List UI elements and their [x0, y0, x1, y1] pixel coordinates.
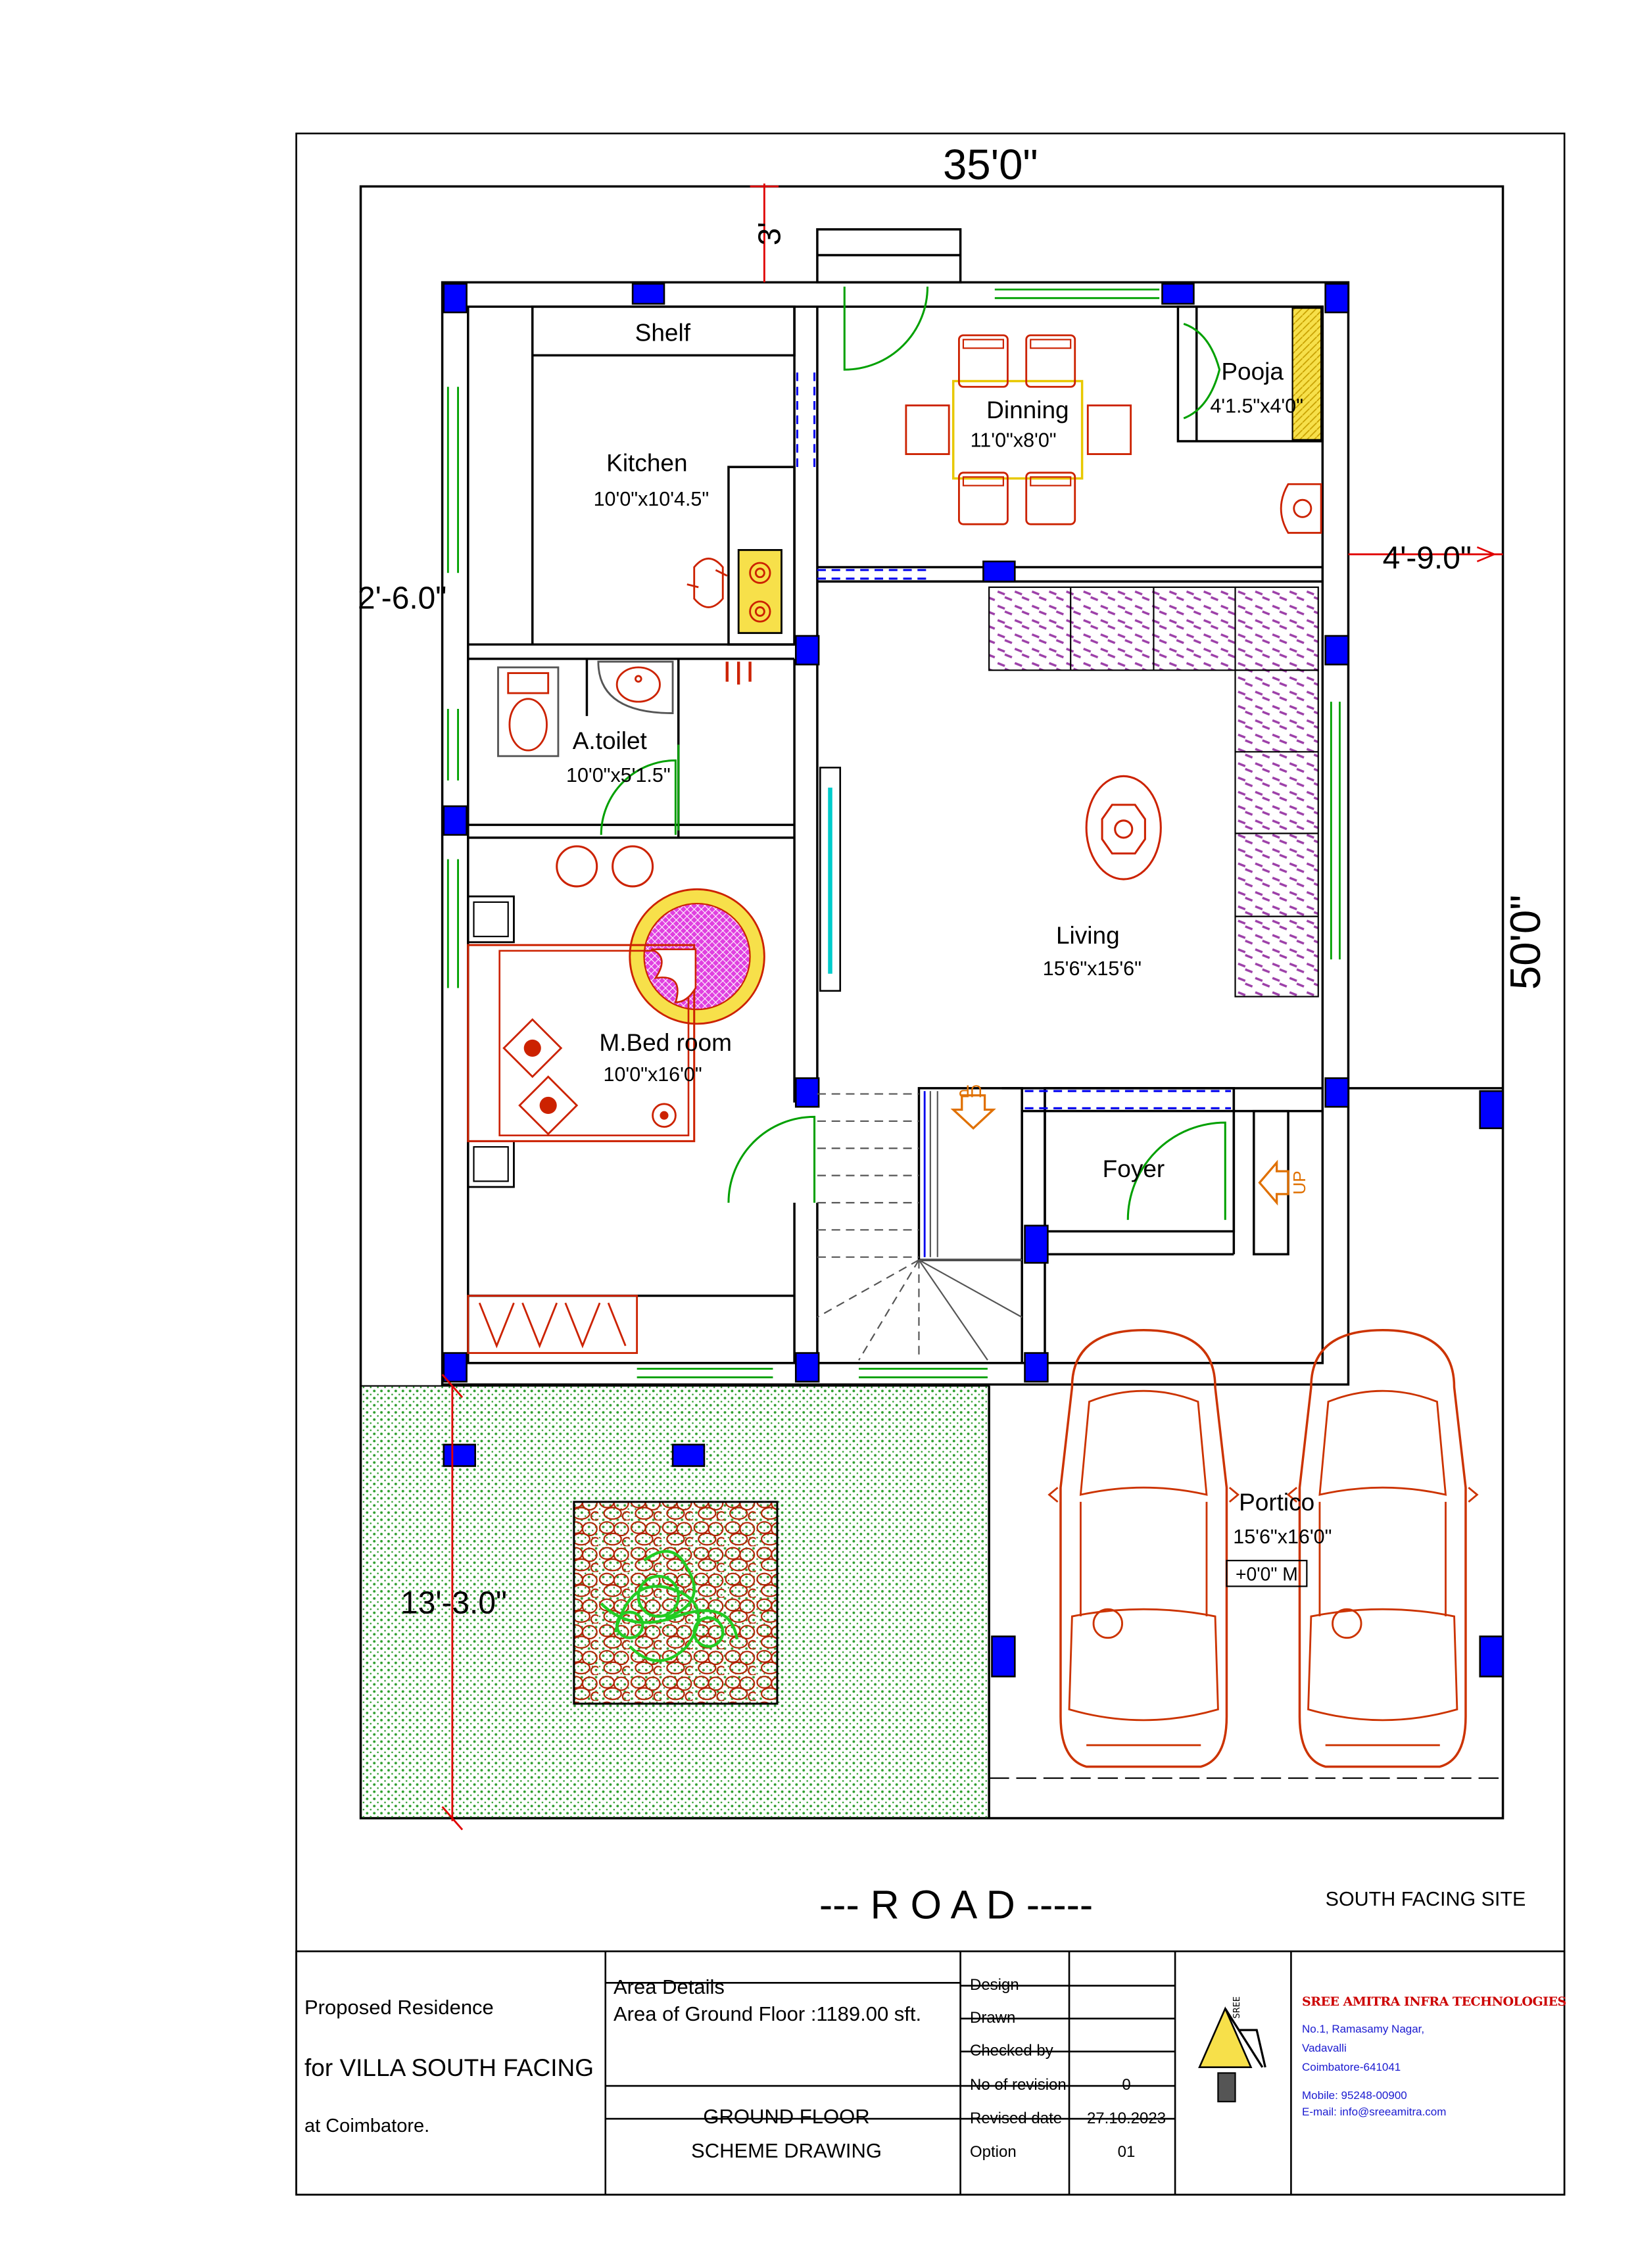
- project-line-2: for VILLA SOUTH FACING: [304, 2054, 594, 2081]
- room-size-kitchen: 10'0"x10'4.5": [594, 488, 710, 510]
- stair-arrow-up: [950, 1094, 996, 1130]
- field-label-checked: Checked by: [970, 2042, 1053, 2060]
- doors: [600, 286, 1226, 1220]
- kitchen-taps: [725, 662, 752, 685]
- project-line-1: Proposed Residence: [304, 1996, 494, 2019]
- field-label-design: Design: [970, 1976, 1019, 1994]
- dining-table: [905, 334, 1132, 525]
- dimension-lines: [441, 183, 1503, 1831]
- room-size-pooja: 4'1.5"x4'0": [1210, 395, 1303, 417]
- company-mobile: Mobile: 95248-00900: [1302, 2089, 1407, 2102]
- car-left: [1047, 1328, 1239, 1768]
- dim-top-width: 35'0": [943, 141, 1038, 189]
- drawing-title-2: SCHEME DRAWING: [691, 2139, 882, 2162]
- windows: [446, 288, 1341, 1378]
- pebble-garden: [573, 1501, 779, 1705]
- washbasin: [1280, 483, 1322, 534]
- level-mark-box: [1226, 1560, 1308, 1587]
- dim-right-depth: 50'0": [1501, 895, 1549, 990]
- entry-up-label: UP: [1289, 1170, 1309, 1194]
- coffee-table: [1085, 775, 1162, 881]
- room-label-foyer: Foyer: [1103, 1155, 1165, 1182]
- dim-front-setback: 3': [752, 222, 787, 245]
- entry-arrow-up: [1258, 1159, 1289, 1206]
- room-label-kitchen: Kitchen: [606, 450, 687, 477]
- kitchen-hob: [686, 548, 782, 635]
- room-label-shelf: Shelf: [635, 320, 691, 347]
- field-label-option: Option: [970, 2143, 1017, 2161]
- company-address-1: No.1, Ramasamy Nagar,: [1302, 2023, 1425, 2035]
- drawing-title-1: GROUND FLOOR: [703, 2105, 870, 2128]
- field-label-drawn: Drawn: [970, 2009, 1016, 2027]
- area-heading: Area Details: [614, 1975, 725, 1998]
- car-right: [1287, 1328, 1479, 1768]
- area-value: Area of Ground Floor :1189.00 sft.: [614, 2002, 922, 2025]
- road-label: --- R O A D -----: [819, 1882, 1093, 1927]
- bedroom-furniture: [467, 845, 765, 1188]
- company-logo: SREE: [1198, 1996, 1266, 2103]
- project-line-3: at Coimbatore.: [304, 2115, 430, 2136]
- dim-right-setback: 4'-9.0": [1383, 541, 1472, 576]
- field-label-revision: No of revision: [970, 2076, 1067, 2094]
- company-email: E-mail: info@sreeamitra.com: [1302, 2106, 1447, 2118]
- room-size-toilet: 10'0"x5'1.5": [566, 764, 671, 786]
- room-label-dinning: Dinning: [986, 397, 1069, 423]
- room-size-portico: 15'6"x16'0": [1233, 1526, 1332, 1548]
- openings: [796, 372, 1231, 1109]
- room-label-toilet: A.toilet: [573, 727, 648, 754]
- room-label-bedroom: M.Bed room: [599, 1029, 732, 1056]
- living-sofa: [988, 586, 1319, 998]
- room-size-bedroom: 10'0"x16'0": [604, 1063, 702, 1086]
- pooja-shelf: [1291, 307, 1322, 441]
- dim-left-setback: 2'-6.0": [358, 581, 446, 616]
- company-address-3: Coimbatore-641041: [1302, 2061, 1401, 2073]
- title-block-grid: [295, 1950, 1566, 2196]
- field-value-option: 01: [1117, 2143, 1136, 2161]
- level-mark: +0'0" M: [1236, 1564, 1298, 1585]
- field-value-revision: 0: [1122, 2076, 1131, 2094]
- field-label-revised-date: Revised date: [970, 2110, 1063, 2127]
- wardrobe: [467, 1295, 638, 1354]
- svg-text:SREE: SREE: [1232, 1996, 1242, 2019]
- columns: [443, 283, 1504, 1677]
- toilet-fixtures: [497, 660, 674, 758]
- staircase: [817, 1093, 920, 1361]
- field-value-revised-date: 27.10.2023: [1086, 2110, 1167, 2127]
- garden-plant: [600, 1550, 739, 1662]
- room-size-dinning: 11'0"x8'0": [971, 429, 1057, 452]
- stair-up-label: UP: [959, 1081, 982, 1101]
- room-label-portico: Portico: [1239, 1489, 1314, 1516]
- living-window: [819, 766, 842, 992]
- dim-garden-depth: 13'-3.0": [400, 1586, 507, 1621]
- room-size-living: 15'6"x15'6": [1043, 957, 1142, 980]
- company-address-2: Vadavalli: [1302, 2042, 1347, 2054]
- site-facing-label: SOUTH FACING SITE: [1326, 1888, 1526, 1910]
- room-label-living: Living: [1056, 922, 1120, 949]
- room-label-pooja: Pooja: [1221, 358, 1284, 385]
- company-name: SREE AMITRA INFRA TECHNOLOGIES: [1302, 1994, 1566, 2009]
